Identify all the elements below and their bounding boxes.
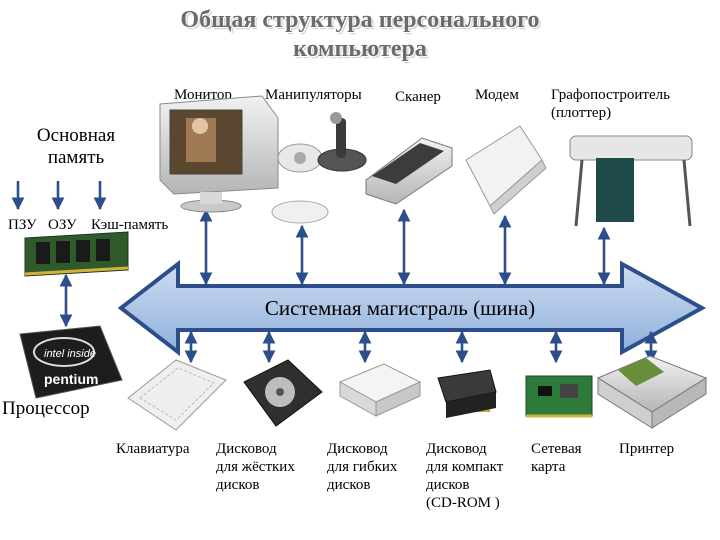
hard-drive-icon (243, 359, 323, 427)
label-fdd-line-2: для гибких (327, 459, 398, 475)
system-bus (117, 259, 707, 357)
label-rom: ПЗУ (8, 217, 37, 233)
label-scanner: Сканер (395, 89, 441, 105)
bottom-connectors (184, 330, 658, 364)
label-network-card-line-1: Сетевая (531, 441, 582, 457)
label-cdrom-line-2: для компакт (426, 459, 504, 475)
title-line-2: компьютера (293, 36, 427, 62)
label-fdd: Дисковод для гибких дисков (327, 440, 397, 494)
memory-heading: Основная память (20, 125, 132, 169)
label-network-card-line-2: карта (531, 459, 566, 475)
scanner-icon (365, 137, 453, 205)
processor-icon: intel inside pentium (19, 325, 123, 399)
monitor-icon (159, 95, 279, 213)
label-cdrom: Дисковод для компакт дисков (CD-ROM ) (426, 440, 503, 512)
top-connectors (59, 208, 611, 328)
memory-heading-line-1: Основная (36, 125, 116, 146)
modem-icon (465, 125, 547, 215)
floppy-drive-icon (338, 363, 422, 417)
label-hdd-line-2: для жёстких (216, 459, 295, 475)
processor-brand-text: intel inside (44, 348, 96, 360)
keyboard-icon (127, 359, 227, 431)
network-card-icon (525, 375, 593, 418)
label-printer: Принтер (619, 441, 675, 457)
title-line-1: Общая структура персонального (180, 7, 540, 33)
label-cdrom-line-4: (CD-ROM ) (426, 495, 500, 511)
label-plotter-line-1: Графопостроитель (551, 87, 670, 103)
label-network-card: Сетевая карта (531, 440, 582, 476)
label-hdd-line-3: дисков (216, 477, 260, 493)
memory-module-icon (24, 231, 129, 277)
label-cache: Кэш-память (91, 217, 169, 233)
label-modem: Модем (475, 87, 519, 103)
label-fdd-line-1: Дисковод (327, 441, 388, 457)
label-cdrom-line-1: Дисковод (426, 441, 487, 457)
label-cdrom-line-3: дисков (426, 477, 470, 493)
diagram-title: Общая структура персонального компьютера (0, 6, 720, 64)
label-processor: Процессор (2, 398, 90, 419)
label-manipulators: Манипуляторы (265, 87, 362, 103)
label-plotter-line-2: (плоттер) (551, 105, 612, 121)
joystick-mouse-icon (271, 112, 367, 224)
cdrom-icon (437, 369, 497, 418)
label-hdd-line-1: Дисковод (216, 441, 277, 457)
printer-icon (596, 355, 708, 429)
label-fdd-line-3: дисков (327, 477, 371, 493)
bus-label: Системная магистраль (шина) (265, 296, 535, 320)
label-plotter: Графопостроитель (плоттер) (551, 86, 670, 122)
label-hdd: Дисковод для жёстких дисков (216, 440, 295, 494)
plotter-icon (569, 135, 693, 227)
processor-model-text: pentium (44, 371, 98, 387)
label-keyboard: Клавиатура (116, 441, 190, 457)
memory-arrows (11, 181, 107, 211)
label-ram: ОЗУ (48, 217, 77, 233)
memory-heading-line-2: память (47, 147, 105, 168)
